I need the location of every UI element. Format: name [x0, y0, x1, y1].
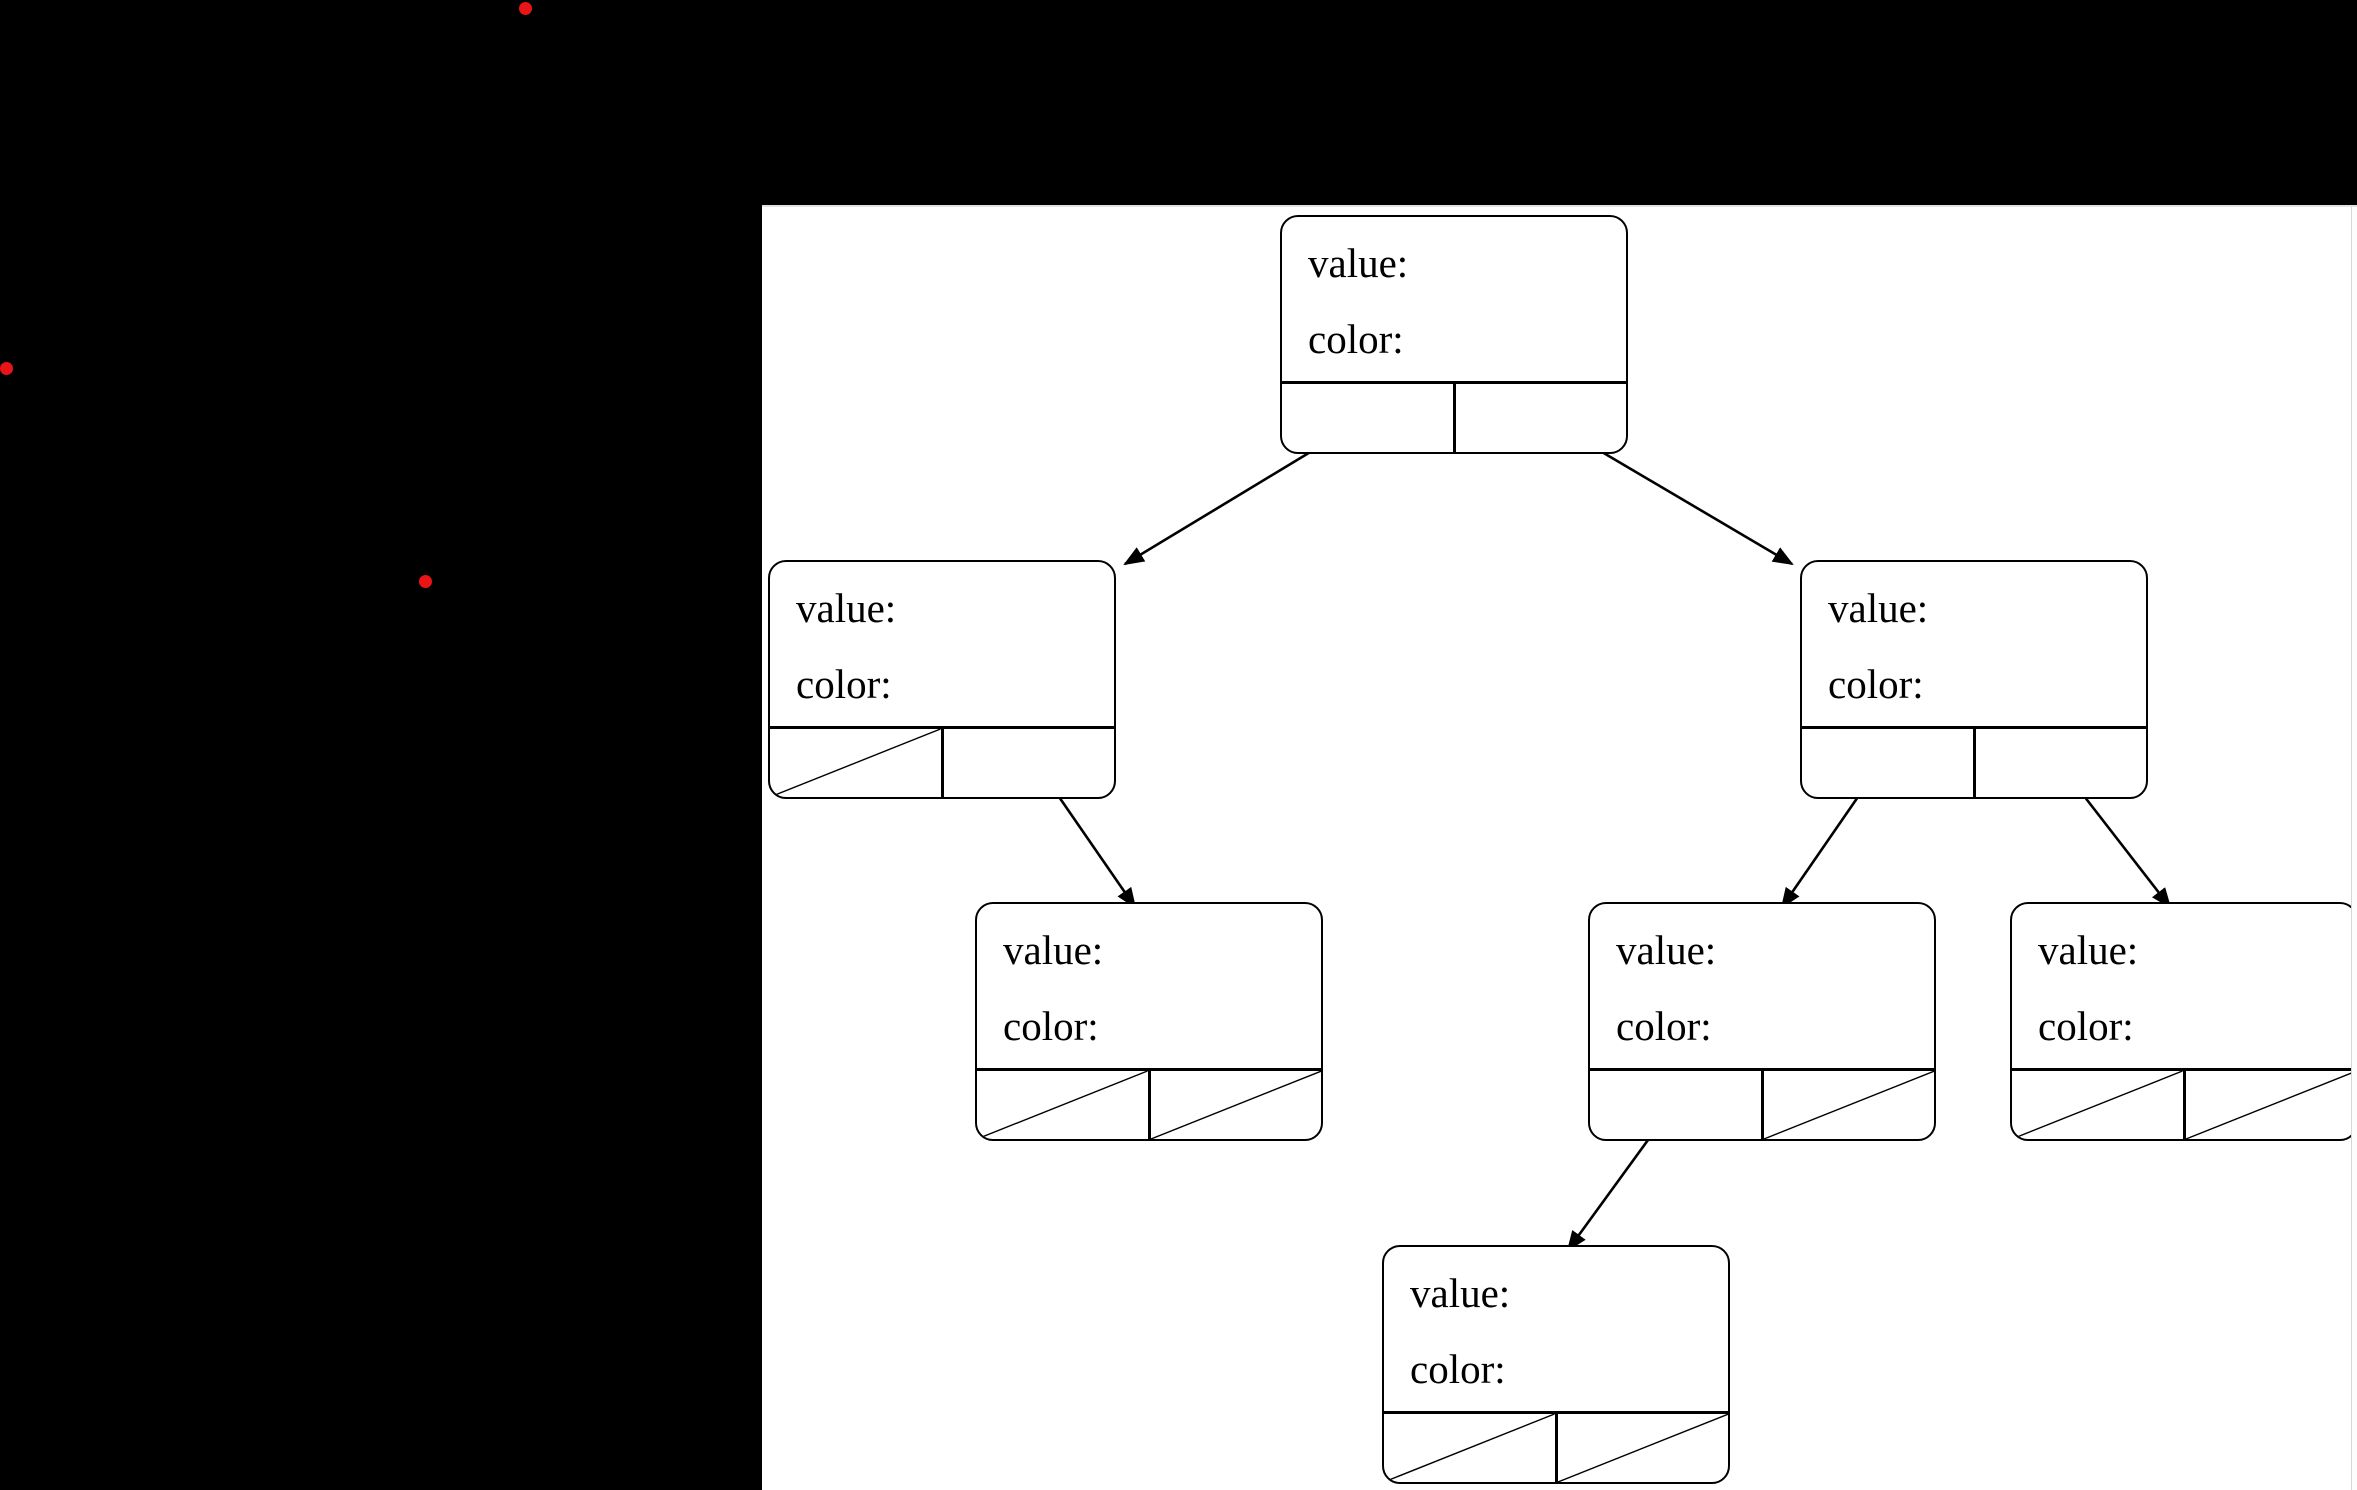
node-right-pointer-cell[interactable] — [1147, 1071, 1322, 1139]
node-right-pointer-cell[interactable] — [940, 729, 1115, 797]
node-value-label: value: — [2038, 927, 2139, 973]
node-left-pointer-cell[interactable] — [2012, 1071, 2183, 1139]
diagram-viewer-panel[interactable]: value:color:value:color:value:color:valu… — [762, 205, 2357, 1490]
vertical-scrollbar[interactable] — [2351, 207, 2357, 1490]
node-right-pointer-cell[interactable] — [1972, 729, 2147, 797]
diagram-canvas: value:color:value:color:value:color:valu… — [762, 207, 2357, 1490]
node-right-pointer-cell[interactable] — [1554, 1414, 1729, 1482]
node-left-pointer-cell[interactable] — [1384, 1414, 1555, 1482]
node-fields: value: color: — [2012, 904, 2356, 1047]
node-left-pointer-cell[interactable] — [977, 1071, 1148, 1139]
node-pointer-row — [770, 726, 1114, 797]
marker-top-dot — [519, 2, 532, 15]
null-pointer-slash — [1151, 1071, 1322, 1139]
node-left-right[interactable]: value: color: — [975, 902, 1323, 1141]
marker-mid-dot — [419, 575, 432, 588]
null-pointer-slash — [1384, 1414, 1555, 1482]
null-pointer-slash — [977, 1071, 1148, 1139]
node-pointer-row — [1802, 726, 2146, 797]
node-color-label: color: — [1003, 1003, 1099, 1049]
node-right-right[interactable]: value: color: — [2010, 902, 2357, 1141]
node-left-pointer-cell[interactable] — [1802, 729, 1973, 797]
node-fields: value: color: — [1802, 562, 2146, 705]
node-fields: value: color: — [1590, 904, 1934, 1047]
node-value-label: value: — [1410, 1270, 1511, 1316]
node-left-pointer-cell[interactable] — [1282, 384, 1453, 452]
node-fields: value: color: — [1384, 1247, 1728, 1390]
node-root[interactable]: value: color: — [1280, 215, 1628, 454]
null-pointer-slash — [1764, 1071, 1935, 1139]
node-value-label: value: — [1616, 927, 1717, 973]
node-fields: value: color: — [770, 562, 1114, 705]
node-deep[interactable]: value: color: — [1382, 1245, 1730, 1484]
node-pointer-row — [1384, 1411, 1728, 1482]
null-pointer-slash — [2012, 1071, 2183, 1139]
node-fields: value: color: — [977, 904, 1321, 1047]
node-left-pointer-cell[interactable] — [1590, 1071, 1761, 1139]
node-right-pointer-cell[interactable] — [2182, 1071, 2357, 1139]
node-color-label: color: — [1308, 316, 1404, 362]
node-left[interactable]: value: color: — [768, 560, 1116, 799]
node-pointer-row — [2012, 1068, 2356, 1139]
node-pointer-row — [1282, 381, 1626, 452]
node-color-label: color: — [796, 661, 892, 707]
node-right[interactable]: value: color: — [1800, 560, 2148, 799]
node-value-label: value: — [1828, 585, 1929, 631]
node-right-pointer-cell[interactable] — [1452, 384, 1627, 452]
null-pointer-slash — [770, 729, 941, 797]
marker-left-dot — [0, 362, 13, 375]
node-color-label: color: — [1828, 661, 1924, 707]
null-pointer-slash — [2186, 1071, 2357, 1139]
node-right-left[interactable]: value: color: — [1588, 902, 1936, 1141]
node-fields: value: color: — [1282, 217, 1626, 360]
node-pointer-row — [1590, 1068, 1934, 1139]
node-color-label: color: — [2038, 1003, 2134, 1049]
node-value-label: value: — [796, 585, 897, 631]
null-pointer-slash — [1558, 1414, 1729, 1482]
node-value-label: value: — [1308, 240, 1409, 286]
node-left-pointer-cell[interactable] — [770, 729, 941, 797]
node-pointer-row — [977, 1068, 1321, 1139]
node-color-label: color: — [1616, 1003, 1712, 1049]
node-right-pointer-cell[interactable] — [1760, 1071, 1935, 1139]
node-color-label: color: — [1410, 1346, 1506, 1392]
node-value-label: value: — [1003, 927, 1104, 973]
